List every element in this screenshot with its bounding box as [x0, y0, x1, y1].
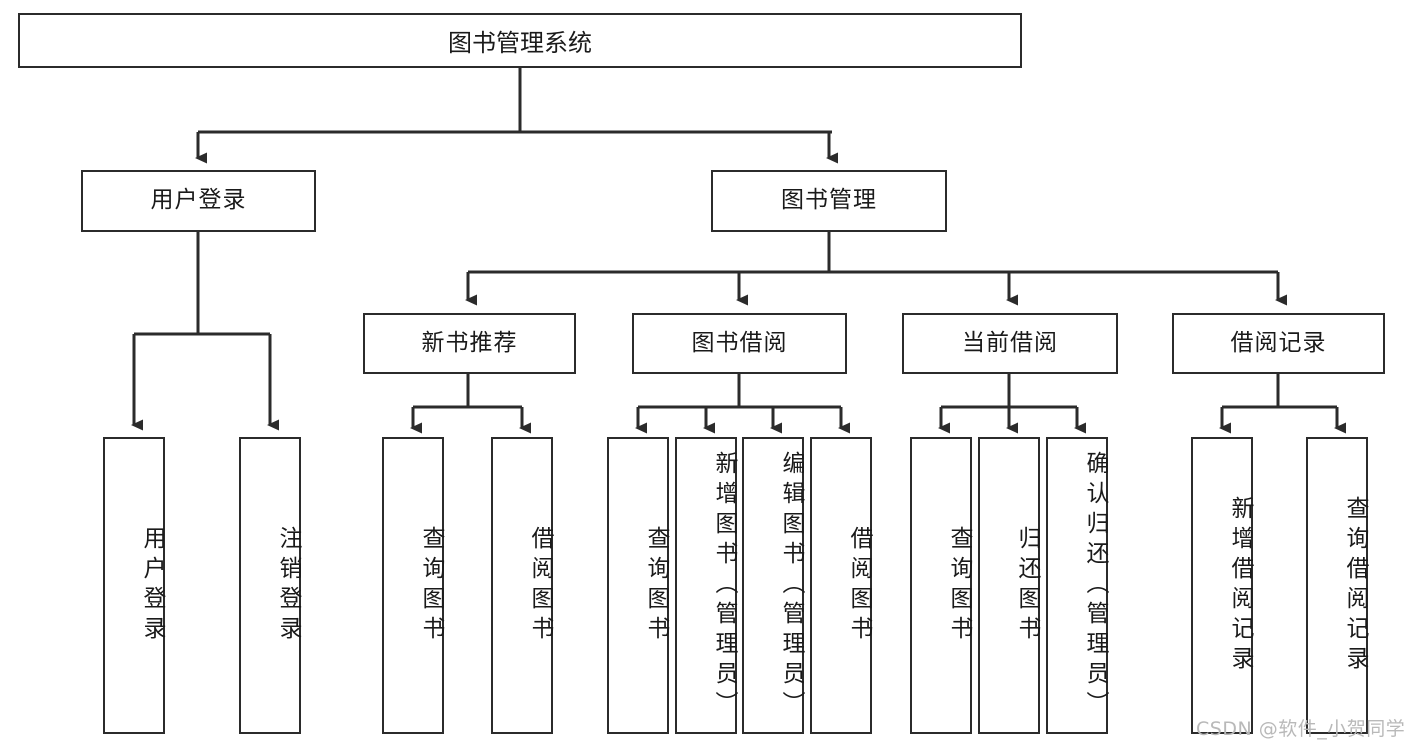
leaf-new-book-query-label: 查询图书 — [418, 525, 444, 646]
leaf-current-borrow-confirm-return[interactable]: 确认归还（管理员） — [1046, 437, 1108, 734]
watermark-text: CSDN @软件_小贺同学 — [1196, 718, 1405, 740]
leaf-borrow-record-query[interactable]: 查询借阅记录 — [1306, 437, 1368, 734]
leaf-book-borrow-edit[interactable]: 编辑图书（管理员） — [742, 437, 804, 734]
leaf-user-login-logout[interactable]: 注销登录 — [239, 437, 301, 734]
node-user-login-label: 用户登录 — [150, 187, 247, 214]
node-root-system-label: 图书管理系统 — [448, 29, 592, 57]
leaf-book-borrow-query-label: 查询图书 — [643, 525, 669, 646]
leaf-current-borrow-query[interactable]: 查询图书 — [910, 437, 972, 734]
leaf-book-borrow-borrow-label: 借阅图书 — [846, 525, 872, 646]
node-current-borrow-label: 当前借阅 — [962, 329, 1058, 356]
node-book-borrow-label: 图书借阅 — [691, 329, 788, 356]
node-borrow-record[interactable]: 借阅记录 — [1172, 313, 1385, 374]
leaf-book-borrow-edit-label: 编辑图书（管理员） — [778, 450, 804, 721]
leaf-user-login-login-label: 用户登录 — [139, 525, 165, 646]
leaf-borrow-record-add-label: 新增借阅记录 — [1227, 495, 1253, 676]
node-new-book-recommend[interactable]: 新书推荐 — [363, 313, 576, 374]
node-book-management-label: 图书管理 — [781, 187, 877, 214]
leaf-borrow-record-add[interactable]: 新增借阅记录 — [1191, 437, 1253, 734]
leaf-book-borrow-query[interactable]: 查询图书 — [607, 437, 669, 734]
leaf-book-borrow-add[interactable]: 新增图书（管理员） — [675, 437, 737, 734]
leaf-borrow-record-query-label: 查询借阅记录 — [1342, 495, 1368, 676]
node-user-login[interactable]: 用户登录 — [81, 170, 316, 232]
node-new-book-recommend-label: 新书推荐 — [421, 329, 518, 356]
leaf-current-borrow-return[interactable]: 归还图书 — [978, 437, 1040, 734]
leaf-current-borrow-confirm-return-label: 确认归还（管理员） — [1082, 450, 1108, 721]
node-current-borrow[interactable]: 当前借阅 — [902, 313, 1118, 374]
leaf-current-borrow-return-label: 归还图书 — [1014, 525, 1040, 646]
node-book-management[interactable]: 图书管理 — [711, 170, 947, 232]
leaf-book-borrow-add-label: 新增图书（管理员） — [711, 450, 737, 721]
leaf-user-login-logout-label: 注销登录 — [275, 525, 301, 646]
leaf-user-login-login[interactable]: 用户登录 — [103, 437, 165, 734]
leaf-new-book-borrow[interactable]: 借阅图书 — [491, 437, 553, 734]
leaf-new-book-borrow-label: 借阅图书 — [527, 525, 553, 646]
node-root-system[interactable]: 图书管理系统 — [18, 13, 1022, 68]
leaf-current-borrow-query-label: 查询图书 — [946, 525, 972, 646]
node-book-borrow[interactable]: 图书借阅 — [632, 313, 847, 374]
leaf-new-book-query[interactable]: 查询图书 — [382, 437, 444, 734]
leaf-book-borrow-borrow[interactable]: 借阅图书 — [810, 437, 872, 734]
node-borrow-record-label: 借阅记录 — [1230, 329, 1327, 356]
